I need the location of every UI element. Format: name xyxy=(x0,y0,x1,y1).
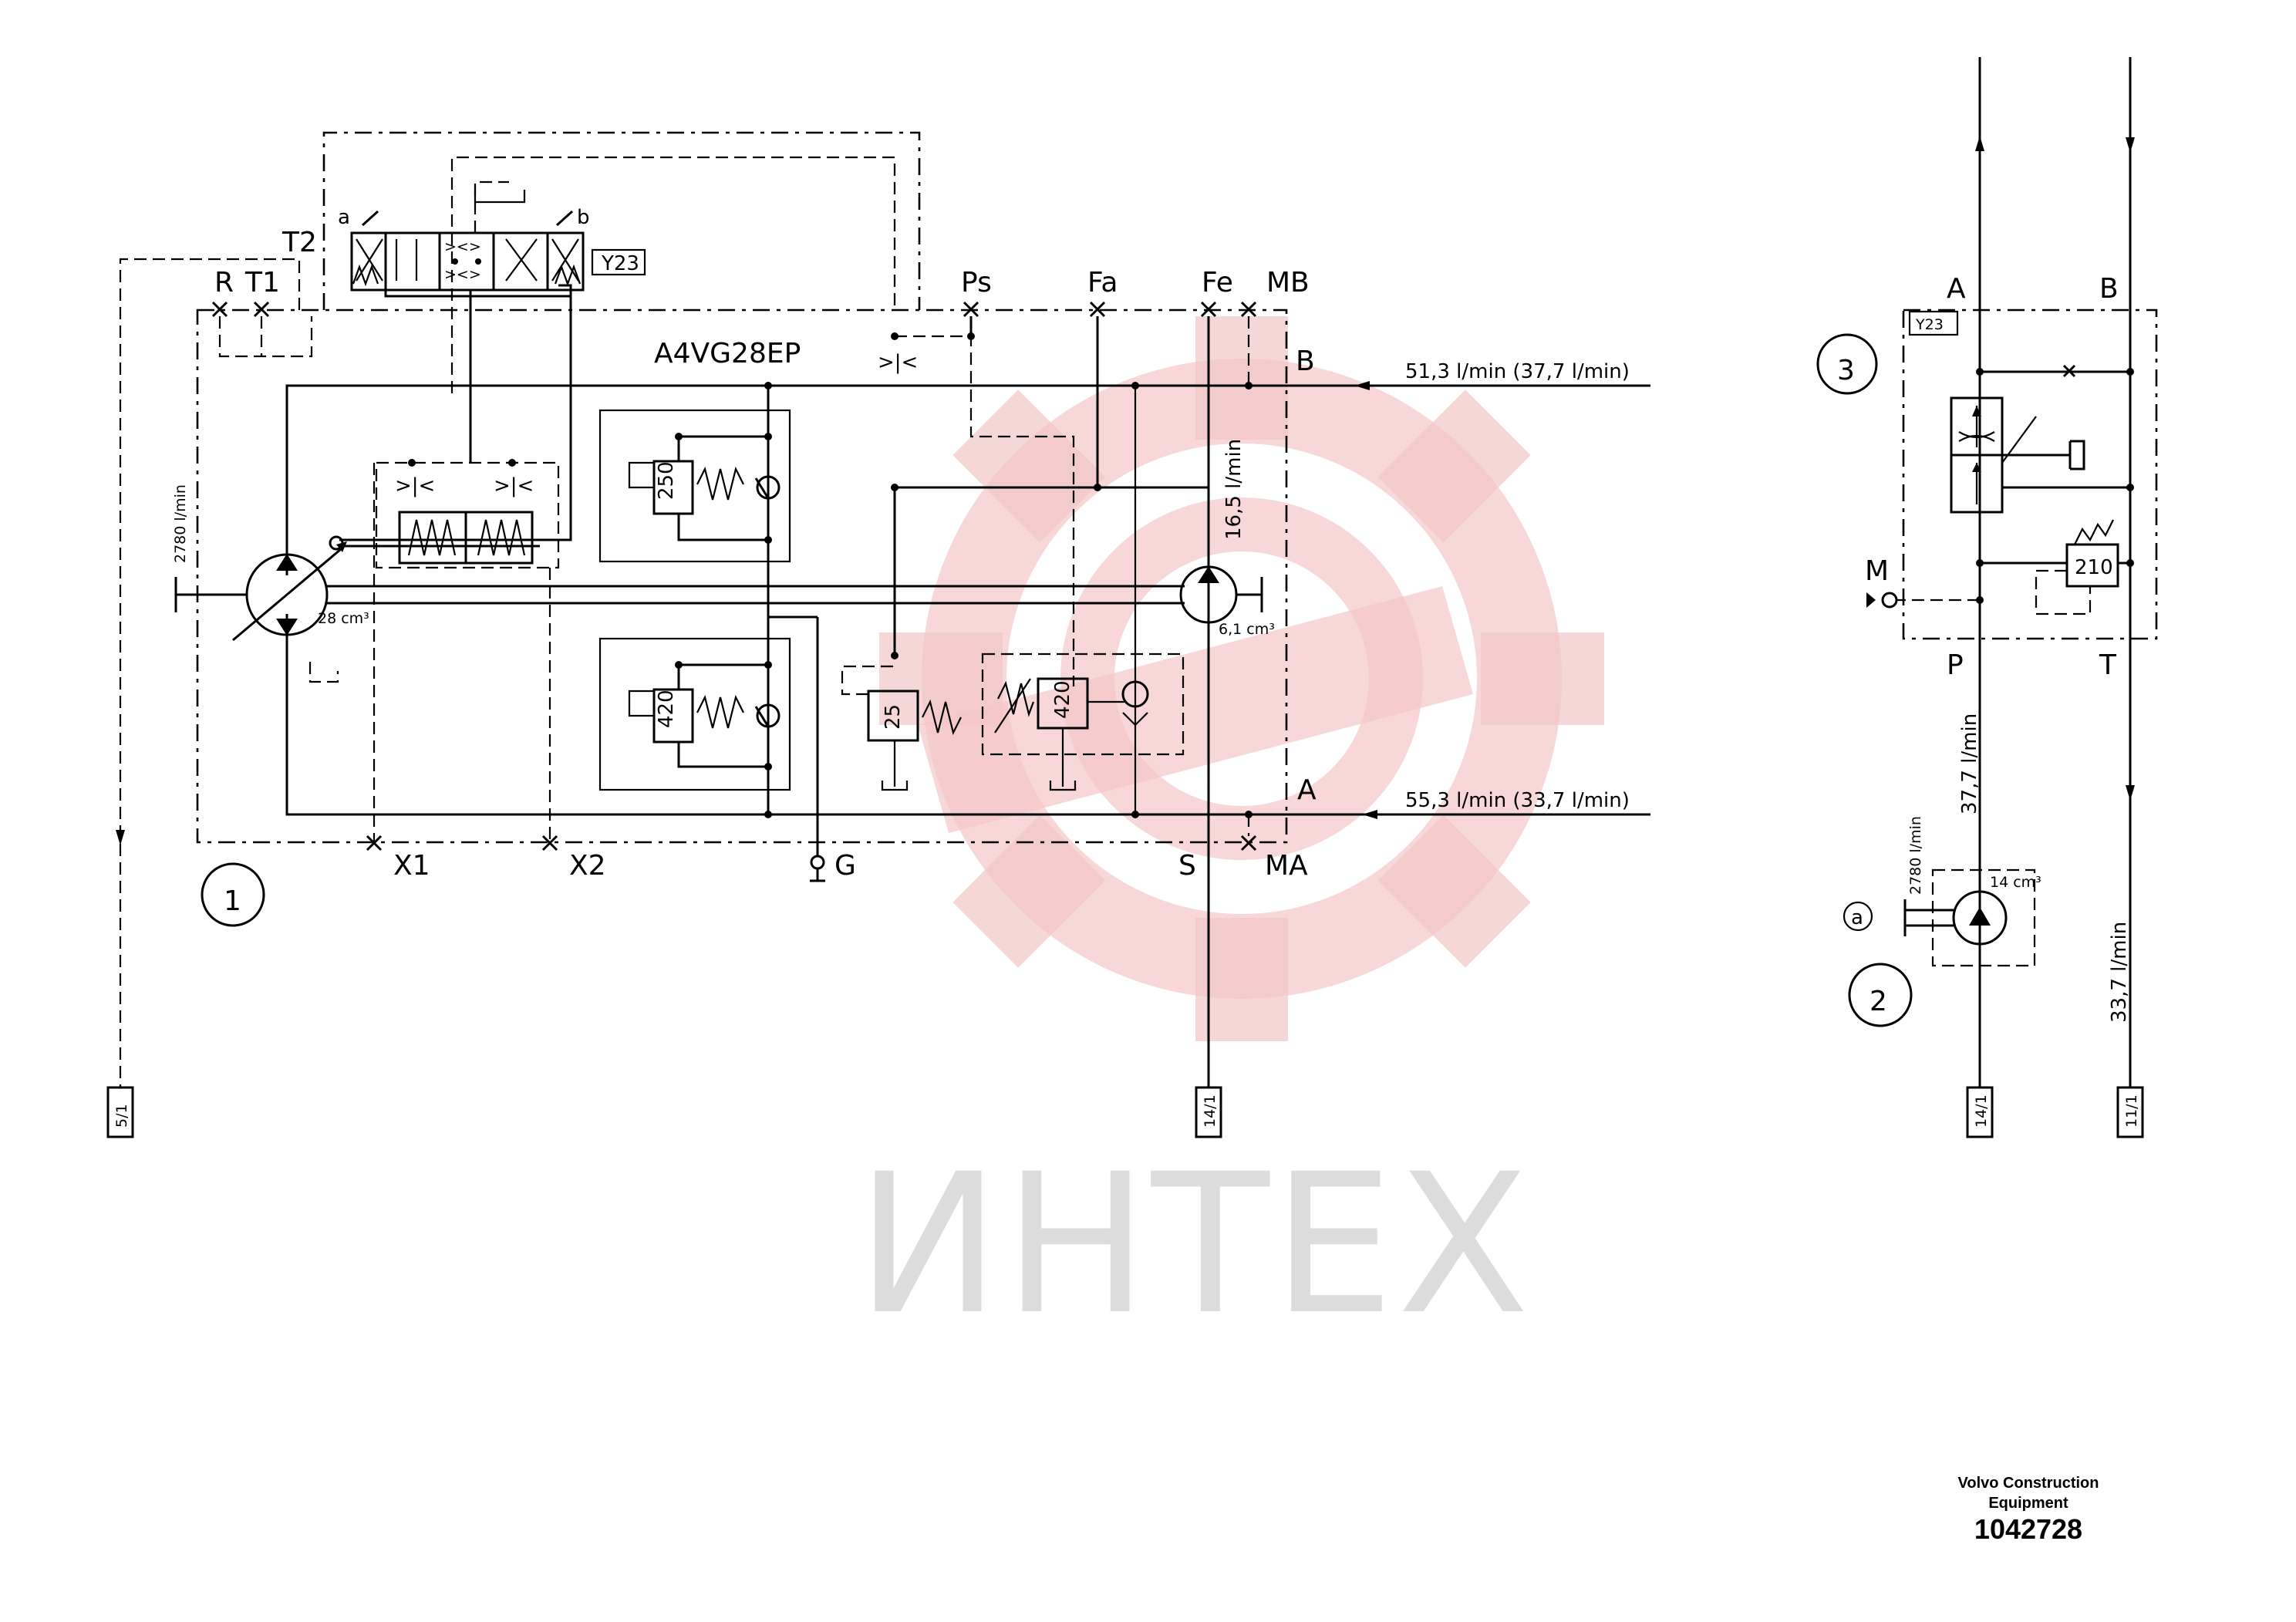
svg-text:>|<: >|< xyxy=(395,474,435,497)
main-pump-speed: 2780 l/min xyxy=(172,484,189,563)
drain-line xyxy=(119,258,301,1088)
block3-port-T: T xyxy=(2099,649,2117,681)
callout-a xyxy=(1843,901,1873,932)
block3-relief-label: 210 xyxy=(2075,556,2113,579)
ref-14-1-b xyxy=(1966,1086,1994,1138)
port-X2: X2 xyxy=(569,850,606,882)
servo-cylinder: >|< >|< xyxy=(329,284,572,569)
svg-text:>|<: >|< xyxy=(494,474,534,497)
solenoid-b: b xyxy=(577,206,590,229)
main-pump-displacement: 28 cm³ xyxy=(318,610,369,627)
block3-port-P: P xyxy=(1947,649,1964,681)
control-boundary xyxy=(322,131,921,310)
svg-text:><>: ><> xyxy=(444,238,481,255)
svg-text:>|<: >|< xyxy=(878,351,918,374)
footer-part-number: 1042728 xyxy=(1974,1513,2083,1545)
solenoid-tag: Y23 xyxy=(601,252,639,275)
port-S: S xyxy=(1178,850,1196,882)
callout-2-label: 2 xyxy=(1870,986,1887,1017)
charge-relief-25: 25 xyxy=(841,652,962,791)
port-A: A xyxy=(1297,774,1317,806)
port-MA: MA xyxy=(1265,850,1308,882)
svg-text:><>: ><> xyxy=(444,266,481,283)
port-Fe: Fe xyxy=(1202,267,1233,298)
main-pump: 28 cm³ 2780 l/min xyxy=(172,484,369,683)
port-markers xyxy=(211,301,1257,851)
callout-3-label: 3 xyxy=(1837,355,1855,386)
port-R: R xyxy=(214,267,234,298)
svg-text:11/1: 11/1 xyxy=(2123,1094,2140,1128)
svg-text:14/1: 14/1 xyxy=(1973,1094,1990,1128)
port-G: G xyxy=(834,850,856,882)
ref-11-1 xyxy=(2116,1086,2144,1138)
main-unit: A4VG28EP R T1 T2 Ps Fa Fe MB xyxy=(106,131,1650,1138)
ref-14-1-a xyxy=(1195,1086,1222,1138)
port-B: B xyxy=(1296,346,1315,377)
watermark-logo: ИНТЕХ xyxy=(856,316,1604,1357)
port-T2: T2 xyxy=(282,227,317,258)
flow-A-label: 55,3 l/min (33,7 l/min) xyxy=(1405,789,1630,812)
watermark-text: ИНТЕХ xyxy=(856,1132,1532,1357)
callout-3 xyxy=(1816,333,1878,395)
port-X1: X1 xyxy=(393,850,430,882)
charge-pump: 6,1 cm³ 16,5 l/min xyxy=(1179,439,1275,638)
cutoff-label: 420 xyxy=(1051,680,1074,719)
flow-B-label: 51,3 l/min (37,7 l/min) xyxy=(1405,360,1630,383)
svg-text:14/1: 14/1 xyxy=(1202,1094,1219,1128)
model-label: A4VG28EP xyxy=(654,338,801,369)
aux-pump-flow: 37,7 l/min xyxy=(1958,713,1981,814)
callout-1 xyxy=(201,862,265,927)
callout-2 xyxy=(1848,963,1913,1027)
aux-pump-speed: 2780 l/min xyxy=(1907,816,1924,895)
port-Ps: Ps xyxy=(961,267,992,298)
svg-text:5/1: 5/1 xyxy=(113,1104,130,1128)
port-MB: MB xyxy=(1266,267,1310,298)
line-B xyxy=(285,384,1650,575)
aux-pump: 14 cm³ 2780 l/min 37,7 l/min 33,7 l/min xyxy=(1903,713,2131,1023)
callout-1-label: 1 xyxy=(224,885,241,917)
pressure-cutoff-420: 420 xyxy=(981,653,1185,791)
footer-company: Volvo Construction Equipment xyxy=(1957,1475,2099,1512)
relief-valve-250: 250 xyxy=(598,409,791,563)
drain-stub xyxy=(218,316,313,358)
callout-a-label: a xyxy=(1851,906,1863,929)
block3-tag: Y23 xyxy=(1915,316,1944,333)
line-A xyxy=(285,614,1650,816)
port-T1: T1 xyxy=(244,267,280,298)
block3-boundary xyxy=(1902,309,2158,640)
solenoid-a: a xyxy=(338,206,350,229)
charge-relief-label: 25 xyxy=(882,704,905,730)
charge-pump-displacement: 6,1 cm³ xyxy=(1219,621,1275,638)
charge-flow: 16,5 l/min xyxy=(1222,439,1246,540)
ref-5-1 xyxy=(106,1086,134,1138)
unit-boundary xyxy=(196,309,1288,844)
auxiliary-circuit: A B P T M Y23 210 xyxy=(1816,57,2158,1138)
port-Fa: Fa xyxy=(1087,267,1118,298)
aux-pump-displacement: 14 cm³ xyxy=(1990,874,2041,891)
relief-valve-420: 420 xyxy=(598,637,791,791)
block3-port-B: B xyxy=(2099,273,2119,305)
block3-port-A: A xyxy=(1947,273,1966,305)
return-flow: 33,7 l/min xyxy=(2108,922,2131,1023)
relief-250-label: 250 xyxy=(655,461,678,500)
pilot-dash-line xyxy=(450,156,896,393)
block3-port-M: M xyxy=(1865,555,1889,587)
solenoid-valve: ><> ><> a b Y23 xyxy=(338,180,646,463)
relief-420-label: 420 xyxy=(655,690,678,728)
